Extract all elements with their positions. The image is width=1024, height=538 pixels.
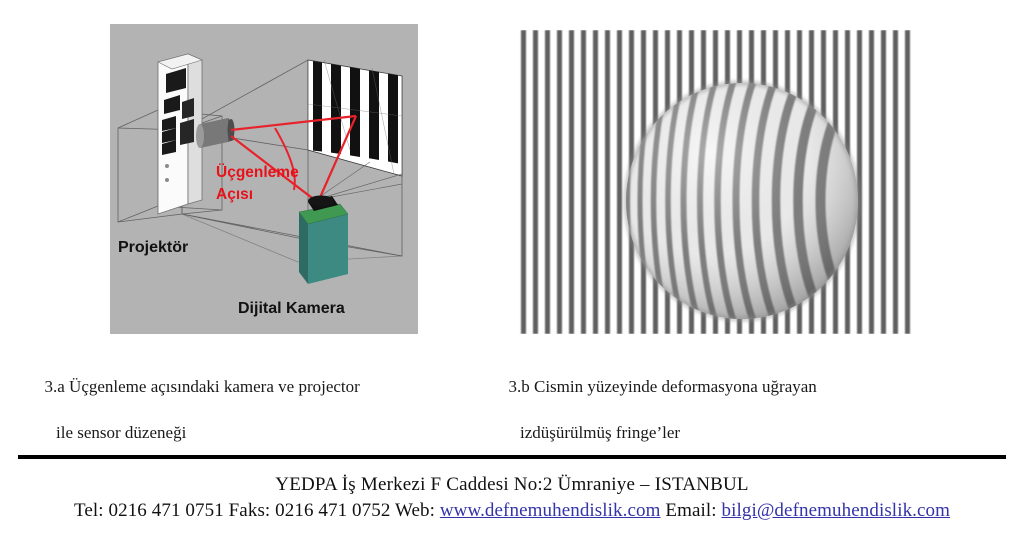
sphere-object bbox=[624, 81, 860, 321]
caption-b-line2: izdüşürülmüş fringe’ler bbox=[520, 423, 681, 442]
footer: YEDPA İş Merkezi F Caddesi No:2 Ümraniye… bbox=[0, 472, 1024, 524]
footer-divider bbox=[18, 455, 1006, 459]
projector-label: Projektör bbox=[118, 239, 188, 256]
footer-contact-line: Tel: 0216 471 0751 Faks: 0216 471 0752 W… bbox=[0, 498, 1024, 524]
fringe-field bbox=[516, 30, 914, 334]
caption-b-line1: 3.b Cismin yüzeyinde deformasyona uğraya… bbox=[508, 377, 817, 396]
triangulation-angle-arc bbox=[274, 127, 296, 191]
sphere-outline bbox=[624, 81, 860, 321]
figure-a-triangulation-diagram: Projektör Dijital Kamera Üçgenleme Açısı bbox=[110, 24, 418, 334]
figure-a-svg: Projektör Dijital Kamera Üçgenleme Açısı bbox=[110, 24, 418, 334]
caption-a-line1: 3.a Üçgenleme açısındaki kamera ve proje… bbox=[44, 377, 360, 396]
triangulation-angle-label-line2: Açısı bbox=[216, 186, 253, 203]
email-link[interactable]: bilgi@defnemuhendislik.com bbox=[721, 500, 951, 521]
caption-figure-b: 3.b Cismin yüzeyinde deformasyona uğraya… bbox=[500, 352, 817, 467]
footer-email-label: Email: bbox=[660, 500, 722, 521]
caption-figure-a: 3.a Üçgenleme açısındaki kamera ve proje… bbox=[36, 352, 360, 467]
sphere-shading bbox=[626, 83, 858, 319]
figures-area: Projektör Dijital Kamera Üçgenleme Açısı bbox=[110, 24, 920, 340]
caption-a-line2: ile sensor düzeneği bbox=[56, 423, 187, 442]
figure-b-svg bbox=[510, 24, 920, 340]
triangulation-rays bbox=[230, 114, 358, 205]
digital-camera-body bbox=[298, 195, 349, 284]
footer-address: YEDPA İş Merkezi F Caddesi No:2 Ümraniye… bbox=[275, 474, 749, 495]
triangulation-angle-label-line1: Üçgenleme bbox=[216, 164, 299, 181]
projector-body bbox=[157, 53, 203, 215]
figure-b-deformed-fringes bbox=[510, 24, 920, 340]
camera-label: Dijital Kamera bbox=[238, 300, 345, 317]
footer-tel-label: Tel: 0216 471 0751 Faks: 0216 471 0752 W… bbox=[73, 500, 440, 521]
website-link[interactable]: www.defnemuhendislik.com bbox=[439, 500, 661, 521]
